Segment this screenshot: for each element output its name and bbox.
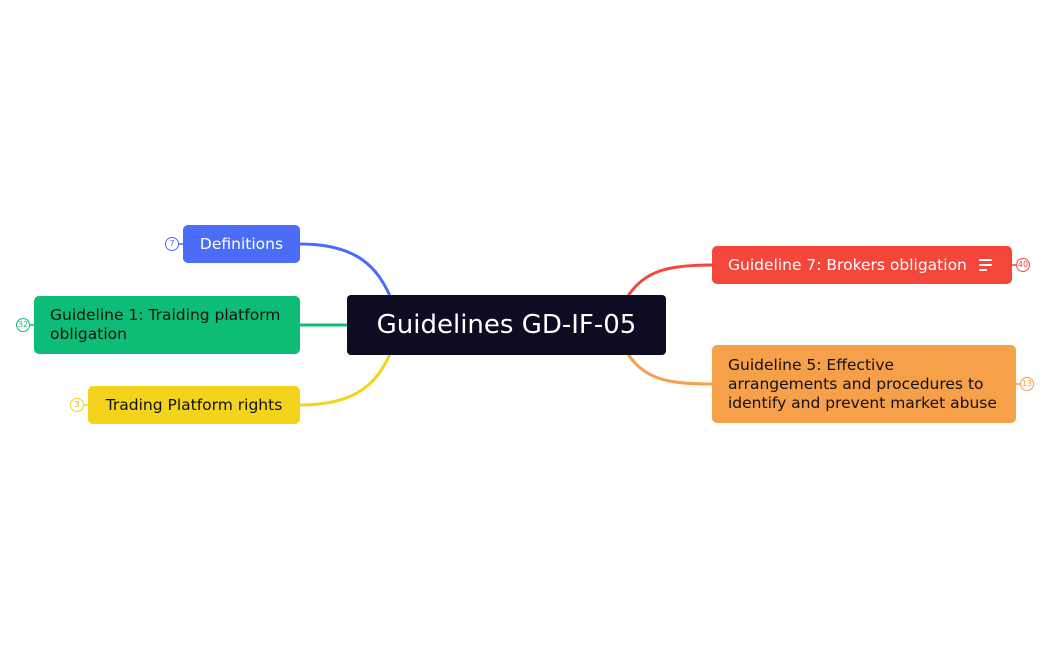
central-topic[interactable]: Guidelines GD-IF-05 [347, 295, 666, 355]
topic-label: Guideline 1: Traiding platform obligatio… [50, 306, 281, 343]
connector-guideline-5 [626, 353, 713, 386]
collapsed-count-badge[interactable]: 7 [165, 237, 179, 251]
topic-label: Definitions [199, 234, 284, 253]
collapsed-count-badge[interactable]: 32 [16, 318, 30, 332]
topic-trading-platform-rights[interactable]: Trading Platform rights [88, 386, 300, 424]
topic-guideline-5[interactable]: Guideline 5: Effective arrangements and … [712, 345, 1016, 423]
collapsed-count-badge[interactable]: 40 [1016, 258, 1030, 272]
topic-label: Guideline 7: Brokers obligation [728, 255, 967, 274]
topic-guideline-7[interactable]: Guideline 7: Brokers obligation [712, 246, 1012, 284]
topic-label: Trading Platform rights [105, 395, 283, 414]
topic-definitions[interactable]: Definitions [183, 225, 300, 263]
collapsed-count-badge[interactable]: 3 [70, 398, 84, 412]
topic-guideline-1[interactable]: Guideline 1: Traiding platform obligatio… [34, 296, 300, 354]
topic-label: Guideline 5: Effective arrangements and … [728, 355, 997, 412]
connector-definitions [299, 242, 392, 297]
connector-guideline-7 [626, 263, 713, 297]
notes-icon[interactable] [978, 259, 992, 271]
central-topic-label: Guidelines GD-IF-05 [376, 310, 637, 340]
connector-trading-platform-rights [299, 353, 392, 407]
collapsed-count-badge[interactable]: 13 [1020, 377, 1034, 391]
